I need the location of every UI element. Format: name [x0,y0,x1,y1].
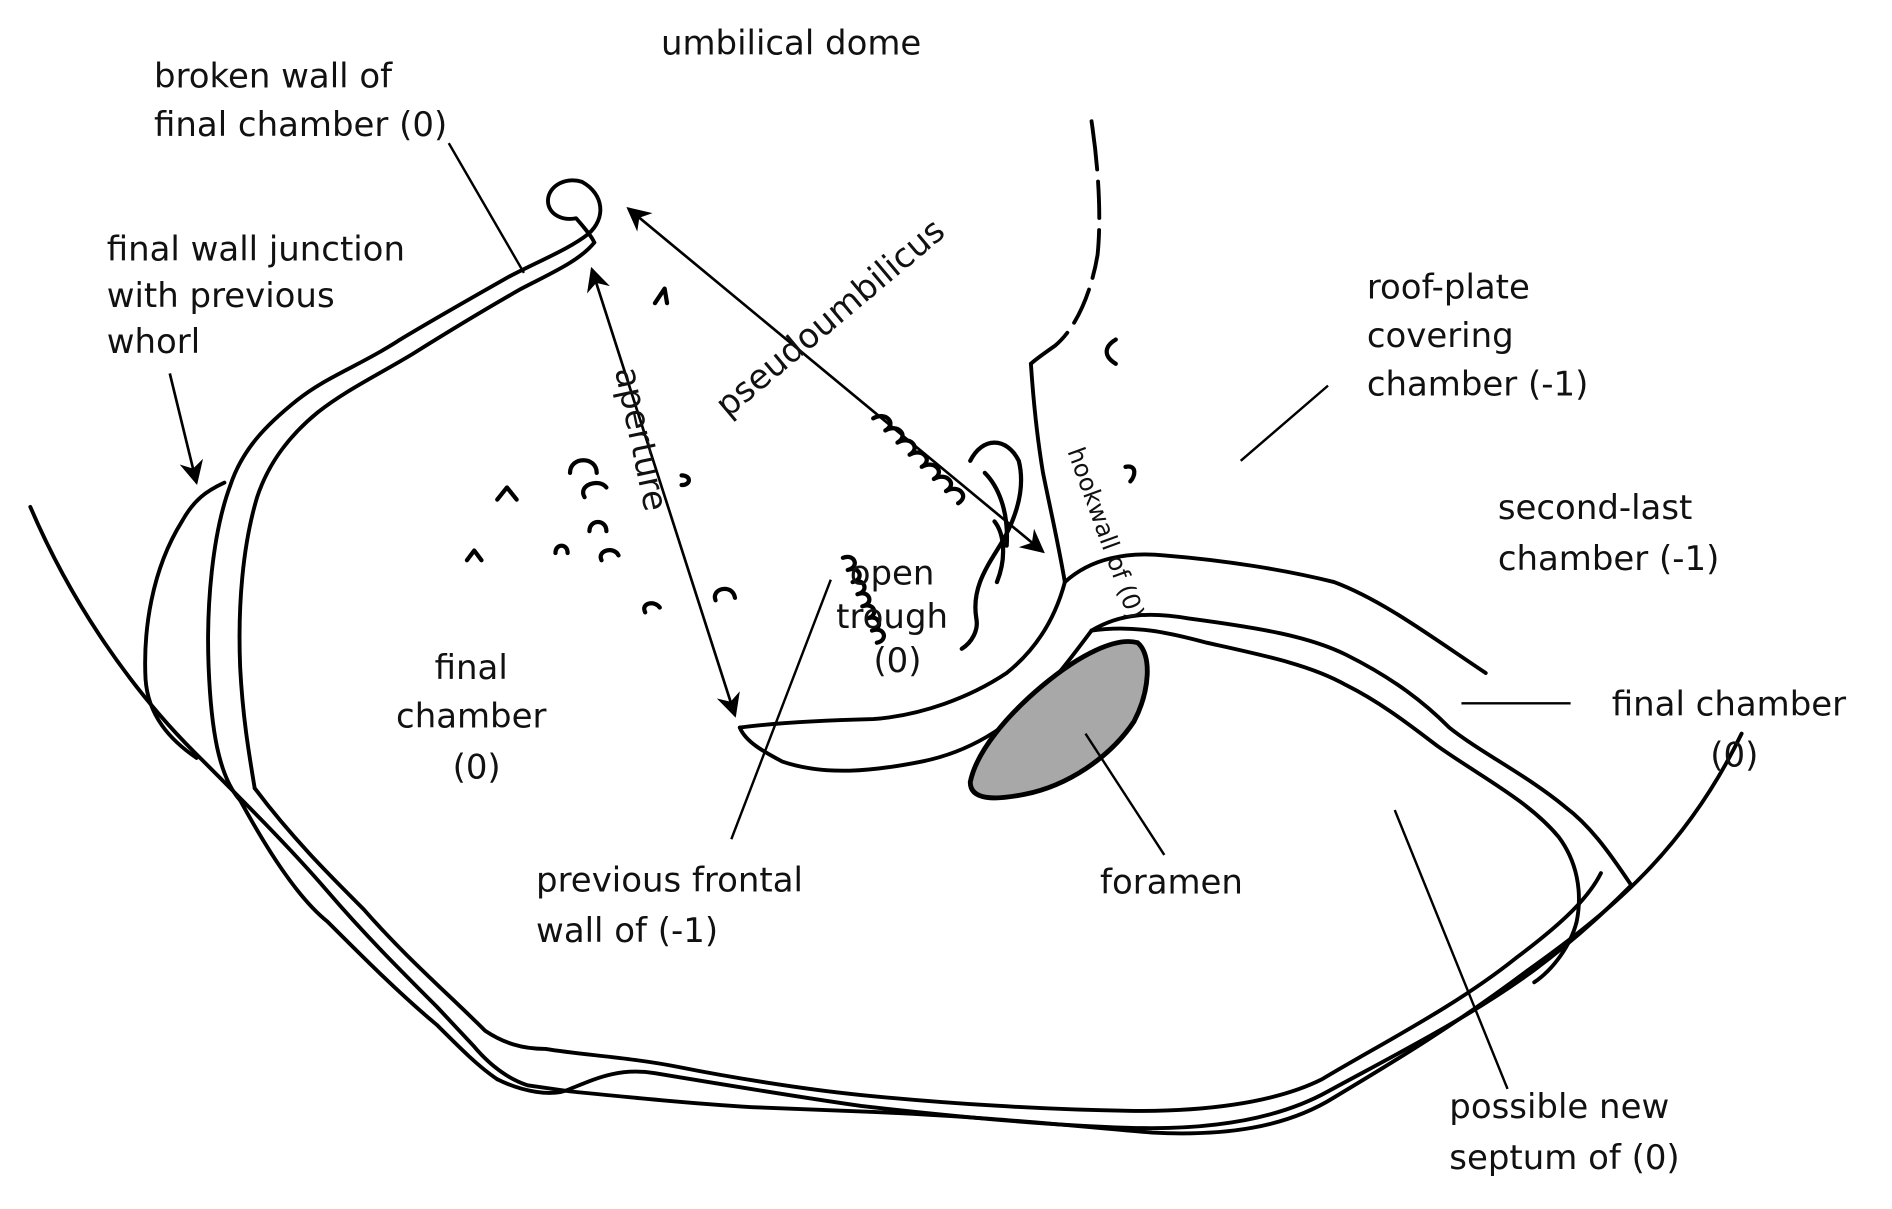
arrow-aperture [587,266,740,718]
foramen-shape [967,639,1150,801]
junction-wall [143,480,227,760]
label-final-chamber-left: final chamber (0) [396,648,557,787]
label-aperture: aperture [606,363,676,514]
label-open-trough: open trough (0) [836,553,959,680]
label-possible-new-septum: possible new septum of (0) [1449,1087,1680,1178]
label-pseudoumbilicus: pseudoumbilicus [708,211,953,426]
final-chamber-right-outer [1089,612,1634,888]
label-previous-frontal-wall: previous frontal wall of (-1) [536,860,814,951]
aperture-lip [737,580,1067,730]
final-chamber-outer-wall [206,232,591,803]
annotation-lines [168,142,1571,1090]
leader-broken-wall [447,142,525,274]
label-foramen: foramen [1100,863,1243,903]
leader-previous-frontal-wall [730,579,832,840]
arrow-final-wall-junction [168,373,204,485]
arrow-pseudoumbilicus [626,207,1045,554]
label-final-chamber-right: final chamber (0) [1612,684,1857,775]
label-umbilical-dome: umbilical dome [661,24,921,64]
label-second-last-chamber: second-last chamber (-1) [1498,488,1720,579]
broken-wall-tip [546,178,603,245]
umbilical-dome-wall [1028,119,1102,366]
shell-outline [28,119,1744,1136]
lower-wall-band-bottom [495,883,1634,1131]
apertural-teeth [871,414,966,506]
lower-wall-outer [238,798,500,1082]
final-chamber-inner-wall [237,240,597,791]
label-roof-plate: roof-plate covering chamber (-1) [1367,267,1589,404]
labels: umbilical dome broken wall of final cham… [107,24,1857,1178]
lower-wall-band-top [252,786,1603,1113]
leader-possible-new-septum [1393,809,1509,1090]
hookwall [1028,361,1067,585]
final-chamber-right-inner [1089,626,1581,985]
label-hookwall: hookwall of (0) [1062,443,1151,622]
leader-foramen [1084,732,1166,856]
label-broken-wall: broken wall of final chamber (0) [154,56,447,145]
leader-roof-plate [1239,384,1329,462]
label-final-wall-junction: final wall junction with previous whorl [107,230,416,362]
second-last-chamber-wall [1062,552,1488,675]
